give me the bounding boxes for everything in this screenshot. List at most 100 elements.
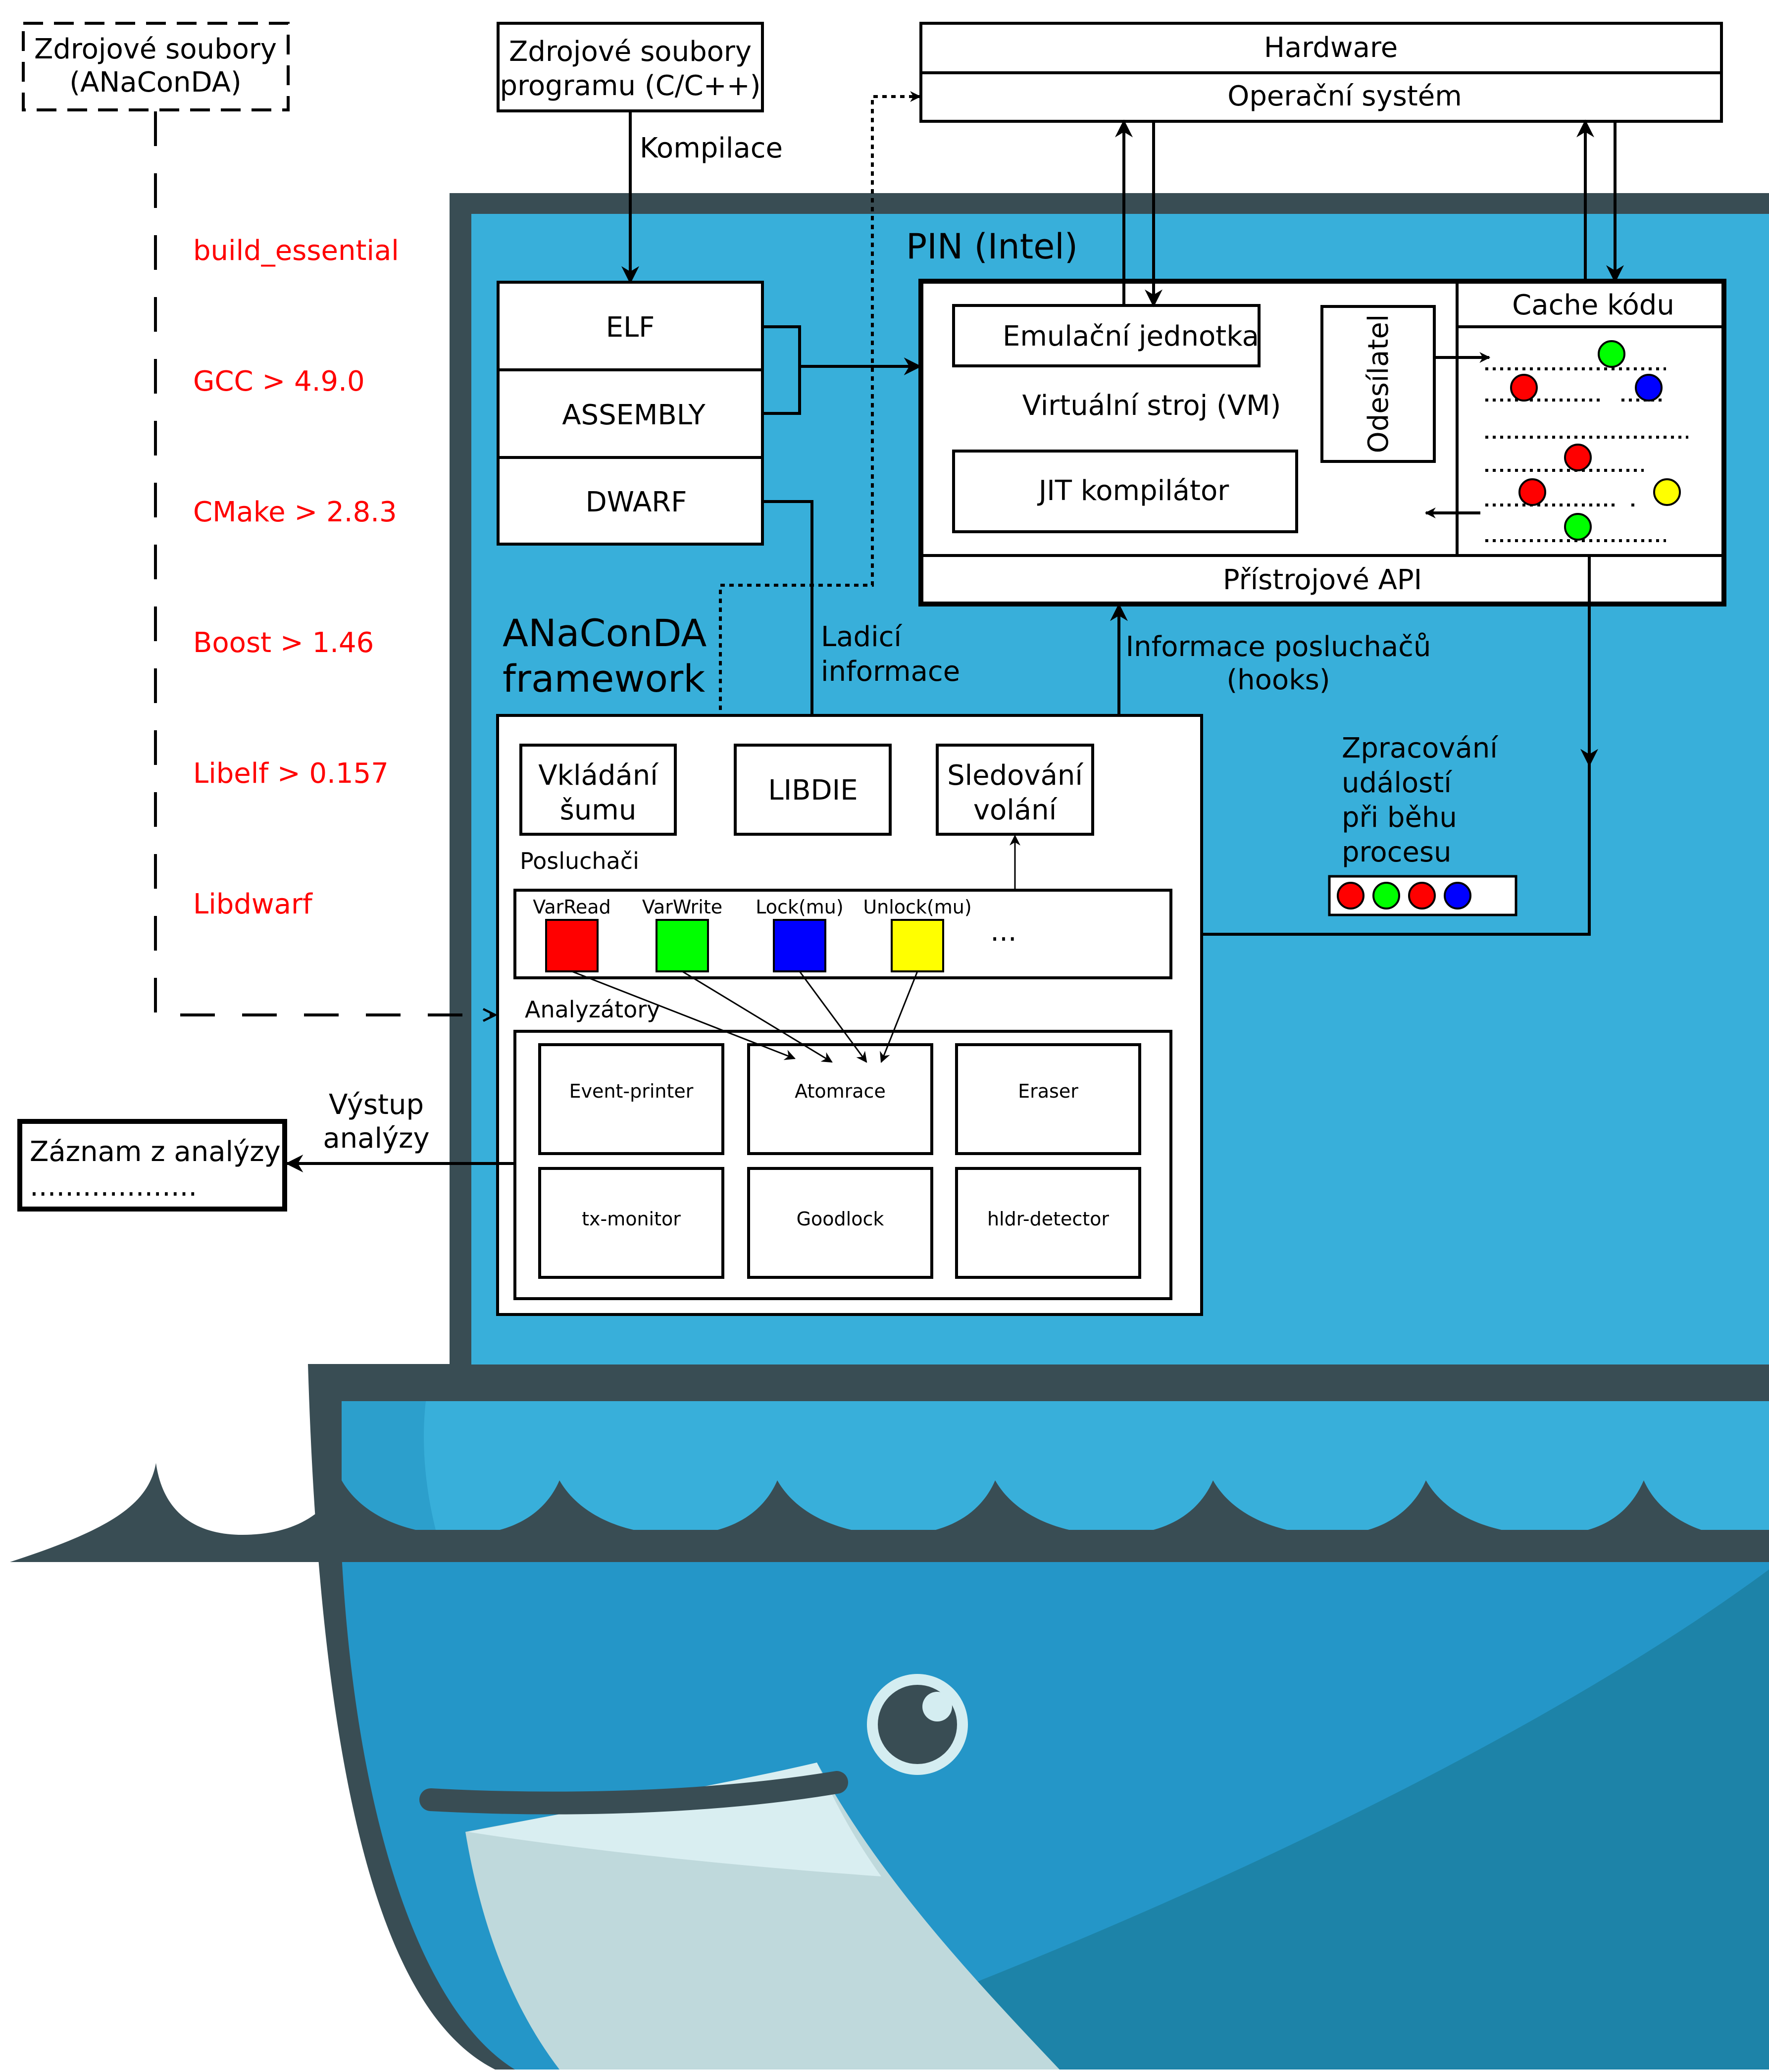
whale-upper-shade xyxy=(342,1401,436,1530)
analyzers-grid: Event-printer Atomrace Eraser tx-monitor Goo… xyxy=(538,1043,1141,1279)
jit-label: JIT kompilátor xyxy=(1037,475,1229,507)
events-line1: Zpracování xyxy=(1342,732,1499,764)
analyzer-box xyxy=(747,1167,933,1279)
listeners-box xyxy=(513,889,1172,979)
listener-to-atomrace-link xyxy=(682,970,833,1063)
elf-label: ELF xyxy=(606,311,655,344)
analyzer-label: tx-monitor xyxy=(582,1208,681,1230)
call-tracking-box xyxy=(936,744,1094,836)
listeners-label: Posluchači xyxy=(520,848,639,874)
whale-eye-highlight xyxy=(922,1692,952,1721)
noise-injection-line1: Vkládání xyxy=(538,759,659,792)
anaconda-title-line1: ANaConDA xyxy=(503,611,707,655)
analyzer-label: hldr-detector xyxy=(987,1208,1109,1230)
listener-color-box xyxy=(773,919,826,972)
analyzer-label: Eraser xyxy=(1018,1080,1078,1102)
dependencies-panel: Zdrojové soubory (ANaConDA) build_essent… xyxy=(22,22,495,1015)
events-line4: procesu xyxy=(1342,836,1452,868)
cache-marker xyxy=(1564,513,1592,541)
analyzer-box xyxy=(538,1167,724,1279)
listener-label: Unlock(mu) xyxy=(863,896,971,918)
dispatcher-box xyxy=(1320,305,1436,463)
os-box xyxy=(919,71,1723,123)
assembly-label: ASSEMBLY xyxy=(562,399,706,431)
listener-label: VarRead xyxy=(533,896,610,918)
docker-whale xyxy=(10,1364,1769,2070)
call-tracking-line1: Sledování xyxy=(947,759,1084,792)
hooks-line1: Informace posluchačů xyxy=(1126,631,1431,663)
listener-to-atomrace-link xyxy=(571,970,796,1061)
cache-marker xyxy=(1635,374,1663,402)
emulation-unit-box xyxy=(952,304,1261,367)
analyzer-box xyxy=(747,1043,933,1155)
events-line2: událostí xyxy=(1342,767,1453,799)
listener-to-atomrace-link xyxy=(880,971,918,1063)
hooks-line2: (hooks) xyxy=(1226,664,1330,696)
analyzer-box xyxy=(955,1043,1141,1155)
emulation-unit-label: Emulační jednotka xyxy=(1003,320,1259,353)
analyzers-label: Analyzátory xyxy=(525,996,660,1023)
hardware-label: Hardware xyxy=(1264,32,1398,64)
event-marker xyxy=(1408,882,1436,910)
pin-title: PIN (Intel) xyxy=(906,226,1078,267)
elf-box xyxy=(497,281,764,371)
dwarf-box xyxy=(497,456,764,546)
analyzer-label: Goodlock xyxy=(797,1208,884,1230)
code-cache-markers xyxy=(1510,340,1681,541)
compile-label: Kompilace xyxy=(640,132,783,164)
event-marker xyxy=(1444,882,1471,910)
program-sources-line1: Zdrojové soubory xyxy=(509,36,752,68)
vm-label: Virtuální stroj (VM) xyxy=(1022,390,1281,422)
analyzer-box xyxy=(538,1043,724,1155)
event-marker xyxy=(1372,882,1400,910)
debug-info-arrow xyxy=(762,500,821,746)
listener-color-box xyxy=(545,919,599,972)
cache-marker xyxy=(1598,340,1625,368)
code-cache-label: Cache kódu xyxy=(1512,289,1674,321)
dependency-dashed-line xyxy=(154,111,495,1015)
noise-injection-box xyxy=(519,744,677,836)
dependency-item: Boost > 1.46 xyxy=(193,627,374,659)
hardware-box xyxy=(919,22,1723,74)
analysis-record-line2: ................... xyxy=(30,1170,197,1203)
binary-to-pin-bracket xyxy=(762,325,801,415)
whale-mouth xyxy=(419,1771,848,1815)
anaconda-title-line2: framework xyxy=(503,657,705,701)
dependency-item: Libelf > 0.157 xyxy=(193,758,389,790)
event-marker xyxy=(1337,882,1365,910)
cache-marker xyxy=(1564,444,1592,471)
instrumentation-api-label: Přístrojové API xyxy=(1223,564,1422,596)
dependency-item: GCC > 4.9.0 xyxy=(193,365,365,398)
dispatcher-label: Odesílatel xyxy=(1363,314,1395,454)
call-tracking-line2: volání xyxy=(973,794,1058,826)
cache-marker xyxy=(1518,478,1546,506)
program-sources-box xyxy=(497,22,764,112)
listener-color-box xyxy=(891,919,944,972)
analyzer-label: Atomrace xyxy=(795,1080,886,1102)
cache-marker xyxy=(1653,478,1681,506)
libdie-box xyxy=(734,744,892,836)
os-label: Operační systém xyxy=(1227,80,1462,112)
jit-box xyxy=(952,450,1298,533)
dependency-item: CMake > 2.8.3 xyxy=(193,496,397,528)
anaconda-sources-line2: (ANaConDA) xyxy=(69,66,242,99)
water-waves xyxy=(10,1463,1769,1562)
debug-info-line2: informace xyxy=(821,656,960,688)
listener-label: Lock(mu) xyxy=(756,896,843,918)
listener-to-atomrace-link xyxy=(799,971,867,1063)
analysis-record-box xyxy=(17,1119,287,1212)
listener-color-box xyxy=(656,919,709,972)
noise-injection-line2: šumu xyxy=(560,794,637,826)
analyzer-label: Event-printer xyxy=(569,1080,694,1102)
program-sources-line2: programu (C/C++) xyxy=(500,70,761,102)
event-queue-markers xyxy=(1337,882,1471,910)
output-flow-line1: Výstup xyxy=(329,1089,424,1121)
whale-body-upper xyxy=(342,1401,1769,1530)
libdie-label: LIBDIE xyxy=(768,774,858,807)
analyzer-box xyxy=(955,1167,1141,1279)
anaconda-sources-line1: Zdrojové soubory xyxy=(34,33,277,65)
